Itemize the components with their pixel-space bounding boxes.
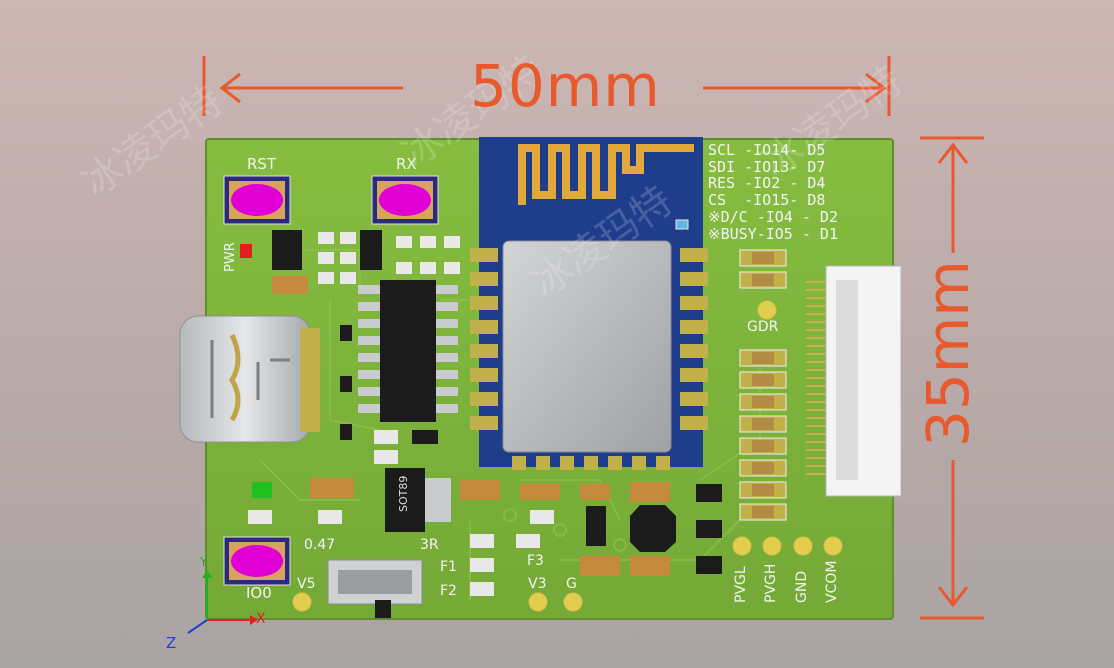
axis-triad: [187, 570, 258, 634]
r3r-label: 3R: [420, 537, 439, 553]
io0-label: IO0: [246, 584, 272, 602]
capacitor-column: [739, 249, 787, 521]
rst-label: RST: [247, 155, 277, 173]
f1-label: F1: [440, 559, 457, 575]
sot89-regulator: [385, 468, 451, 532]
g-label: G: [566, 576, 577, 592]
esp-module: [479, 137, 703, 467]
test-points: [292, 300, 843, 612]
axis-y-label: Y: [200, 555, 208, 569]
pin-map-row: RES -IO2 - D4: [708, 174, 826, 193]
pin-map-row: ※D/C -IO4 - D2: [708, 207, 838, 226]
qfn-chip: [630, 505, 676, 552]
v5-label: V5: [297, 576, 316, 592]
pvgl-label: PVGL: [733, 566, 749, 603]
rx-button[interactable]: [371, 175, 439, 225]
axis-x-label: X: [256, 611, 266, 627]
rx-label: RX: [396, 155, 417, 173]
f2-label: F2: [440, 583, 457, 599]
axis-z-label: Z: [166, 634, 177, 652]
pin-map-row: ※BUSY-IO5 - D1: [708, 224, 838, 243]
r047-label: 0.47: [304, 537, 336, 553]
dimension-width-lines: [202, 56, 891, 116]
pvgh-label: PVGH: [763, 563, 779, 603]
v3-label: V3: [528, 576, 547, 592]
sot89-label: SOT89: [397, 475, 410, 512]
rst-button[interactable]: [223, 175, 291, 225]
esp-pads: [470, 248, 708, 470]
usb-c-connector: [179, 315, 320, 443]
pin-map-row: CS -IO15- D8: [708, 191, 826, 210]
pin-map-row: SCL -IO14- D5: [708, 141, 826, 159]
gnd-label: GND: [794, 570, 810, 603]
dimension-width: 50mm: [470, 52, 661, 120]
pwr-label: PWR: [223, 242, 238, 272]
fpc-connector: [806, 265, 902, 497]
dimension-height-lines: [920, 136, 984, 620]
pin-map: SCL -IO14- D5 SDI -IO13- D7 RES -IO2 - D…: [708, 142, 838, 242]
f3-label: F3: [527, 553, 544, 569]
passive-components: [240, 230, 722, 596]
pin-map-row: SDI -IO13- D7: [708, 157, 826, 176]
gdr-label: GDR: [747, 319, 779, 335]
main-ic: [358, 280, 458, 422]
vcom-label: VCOM: [824, 560, 840, 603]
io0-button[interactable]: [223, 536, 291, 586]
slide-switch[interactable]: [327, 559, 423, 618]
dimension-height: 35mm: [914, 260, 982, 447]
